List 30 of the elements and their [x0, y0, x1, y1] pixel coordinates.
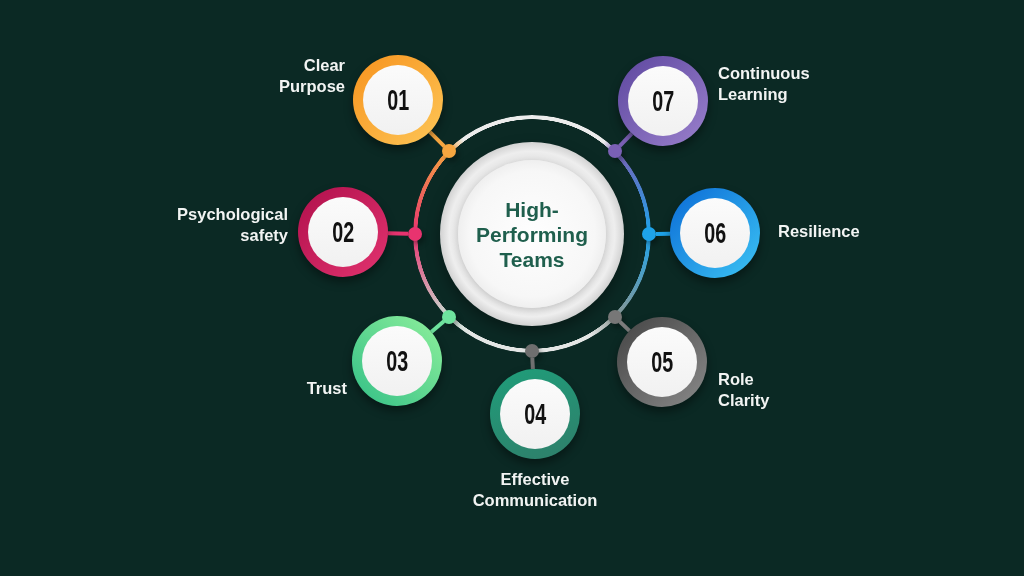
step-number: 07 — [652, 85, 674, 117]
step-number: 02 — [332, 216, 354, 248]
step-label: Resilience — [778, 221, 861, 242]
step-label: Continuous Learning — [718, 63, 811, 105]
connector-line — [618, 320, 631, 333]
step-label: Effective Communication — [471, 469, 599, 511]
ring-dot — [525, 344, 539, 358]
ring-dot — [607, 309, 622, 324]
hub-circle — [458, 160, 606, 308]
connector-line — [530, 357, 535, 370]
step-label: Role Clarity — [718, 369, 771, 411]
connector-line — [428, 130, 446, 148]
hub-label: High-Performing Teams — [475, 196, 589, 272]
ring-dot — [642, 227, 656, 241]
ring-dot — [442, 144, 457, 159]
step-number: 06 — [704, 217, 726, 249]
ring-dot — [442, 309, 457, 324]
connector-line — [387, 231, 409, 236]
step-number: 05 — [651, 346, 673, 378]
step-label: Trust — [305, 378, 347, 399]
step-number: 01 — [387, 84, 409, 116]
connector-line — [618, 132, 634, 148]
step-label: Psychological safety — [176, 204, 288, 246]
connector-line — [430, 319, 446, 334]
step-label: Clear Purpose — [277, 55, 345, 97]
step-number: 03 — [386, 345, 408, 377]
ring-dot — [607, 144, 622, 159]
step-number: 04 — [524, 398, 546, 430]
ring-dot — [408, 227, 422, 241]
connector-line — [655, 231, 671, 236]
